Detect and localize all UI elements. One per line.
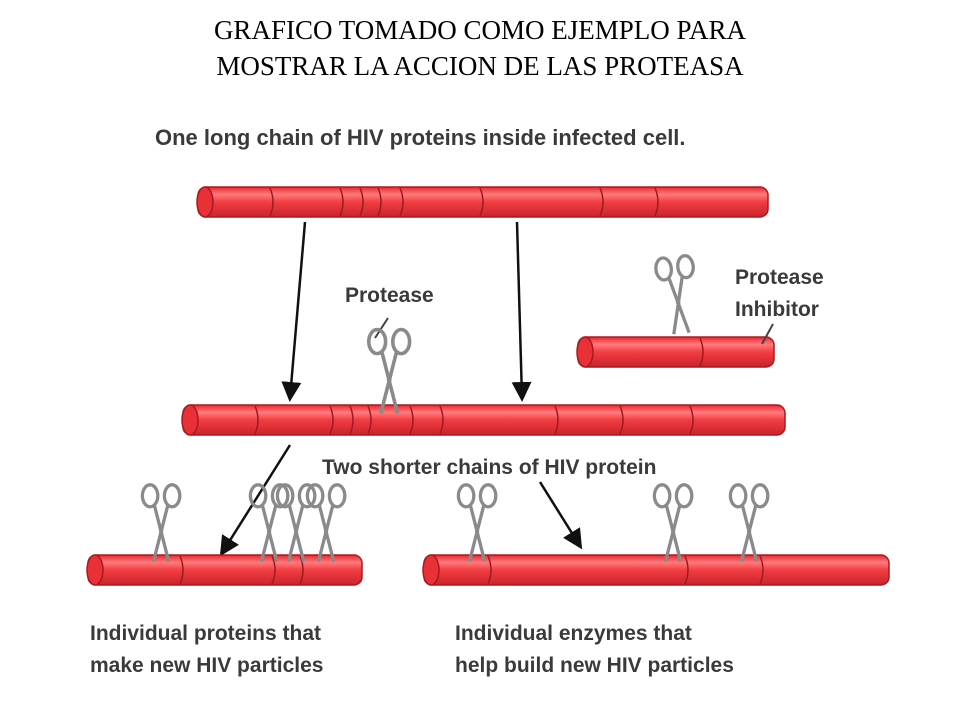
long-protein-chain [196,186,769,218]
shorter-chains-label: Two shorter chains of HIV protein [322,456,656,479]
title-line-2: MOSTRAR LA ACCION DE LAS PROTEASA [216,51,744,81]
scissors-icon [275,483,317,564]
scissors-icon [305,483,347,564]
left-caption-line2: make new HIV particles [90,654,323,677]
inhibitor-label-line1: Protease [735,266,824,289]
left-caption-line1: Individual proteins that [90,622,321,645]
scissors-icon [248,483,290,564]
protease-scissors-icon [366,327,412,416]
bottom-left-chain [86,554,363,586]
long-chain-label: One long chain of HIV proteins inside in… [155,125,686,150]
scissors-icon [140,483,182,564]
inhibitor-label-line2: Inhibitor [735,298,819,321]
scissors-icon [652,483,694,564]
protease-label: Protease [345,284,434,307]
scissors-icon [728,483,770,564]
scissors-icon [456,483,498,564]
right-caption-line1: Individual enzymes that [455,622,692,645]
bottom-right-chain [422,554,890,586]
arrow-to-left-chain [219,444,292,557]
middle-protein-chain [181,404,786,436]
inhibited-scissors-icon [653,253,702,338]
protease-pointer [374,317,389,339]
arrow-to-right-chain [538,481,583,550]
inhibitor-pointer [761,323,774,345]
arrow-down-left [281,221,307,402]
right-caption-line2: help build new HIV particles [455,654,734,677]
arrow-down-right [511,221,532,402]
title-line-1: GRAFICO TOMADO COMO EJEMPLO PARA [213,15,747,45]
page-title: GRAFICO TOMADO COMO EJEMPLO PARA MOSTRAR… [0,12,960,84]
inhibitor-chain [576,336,775,368]
